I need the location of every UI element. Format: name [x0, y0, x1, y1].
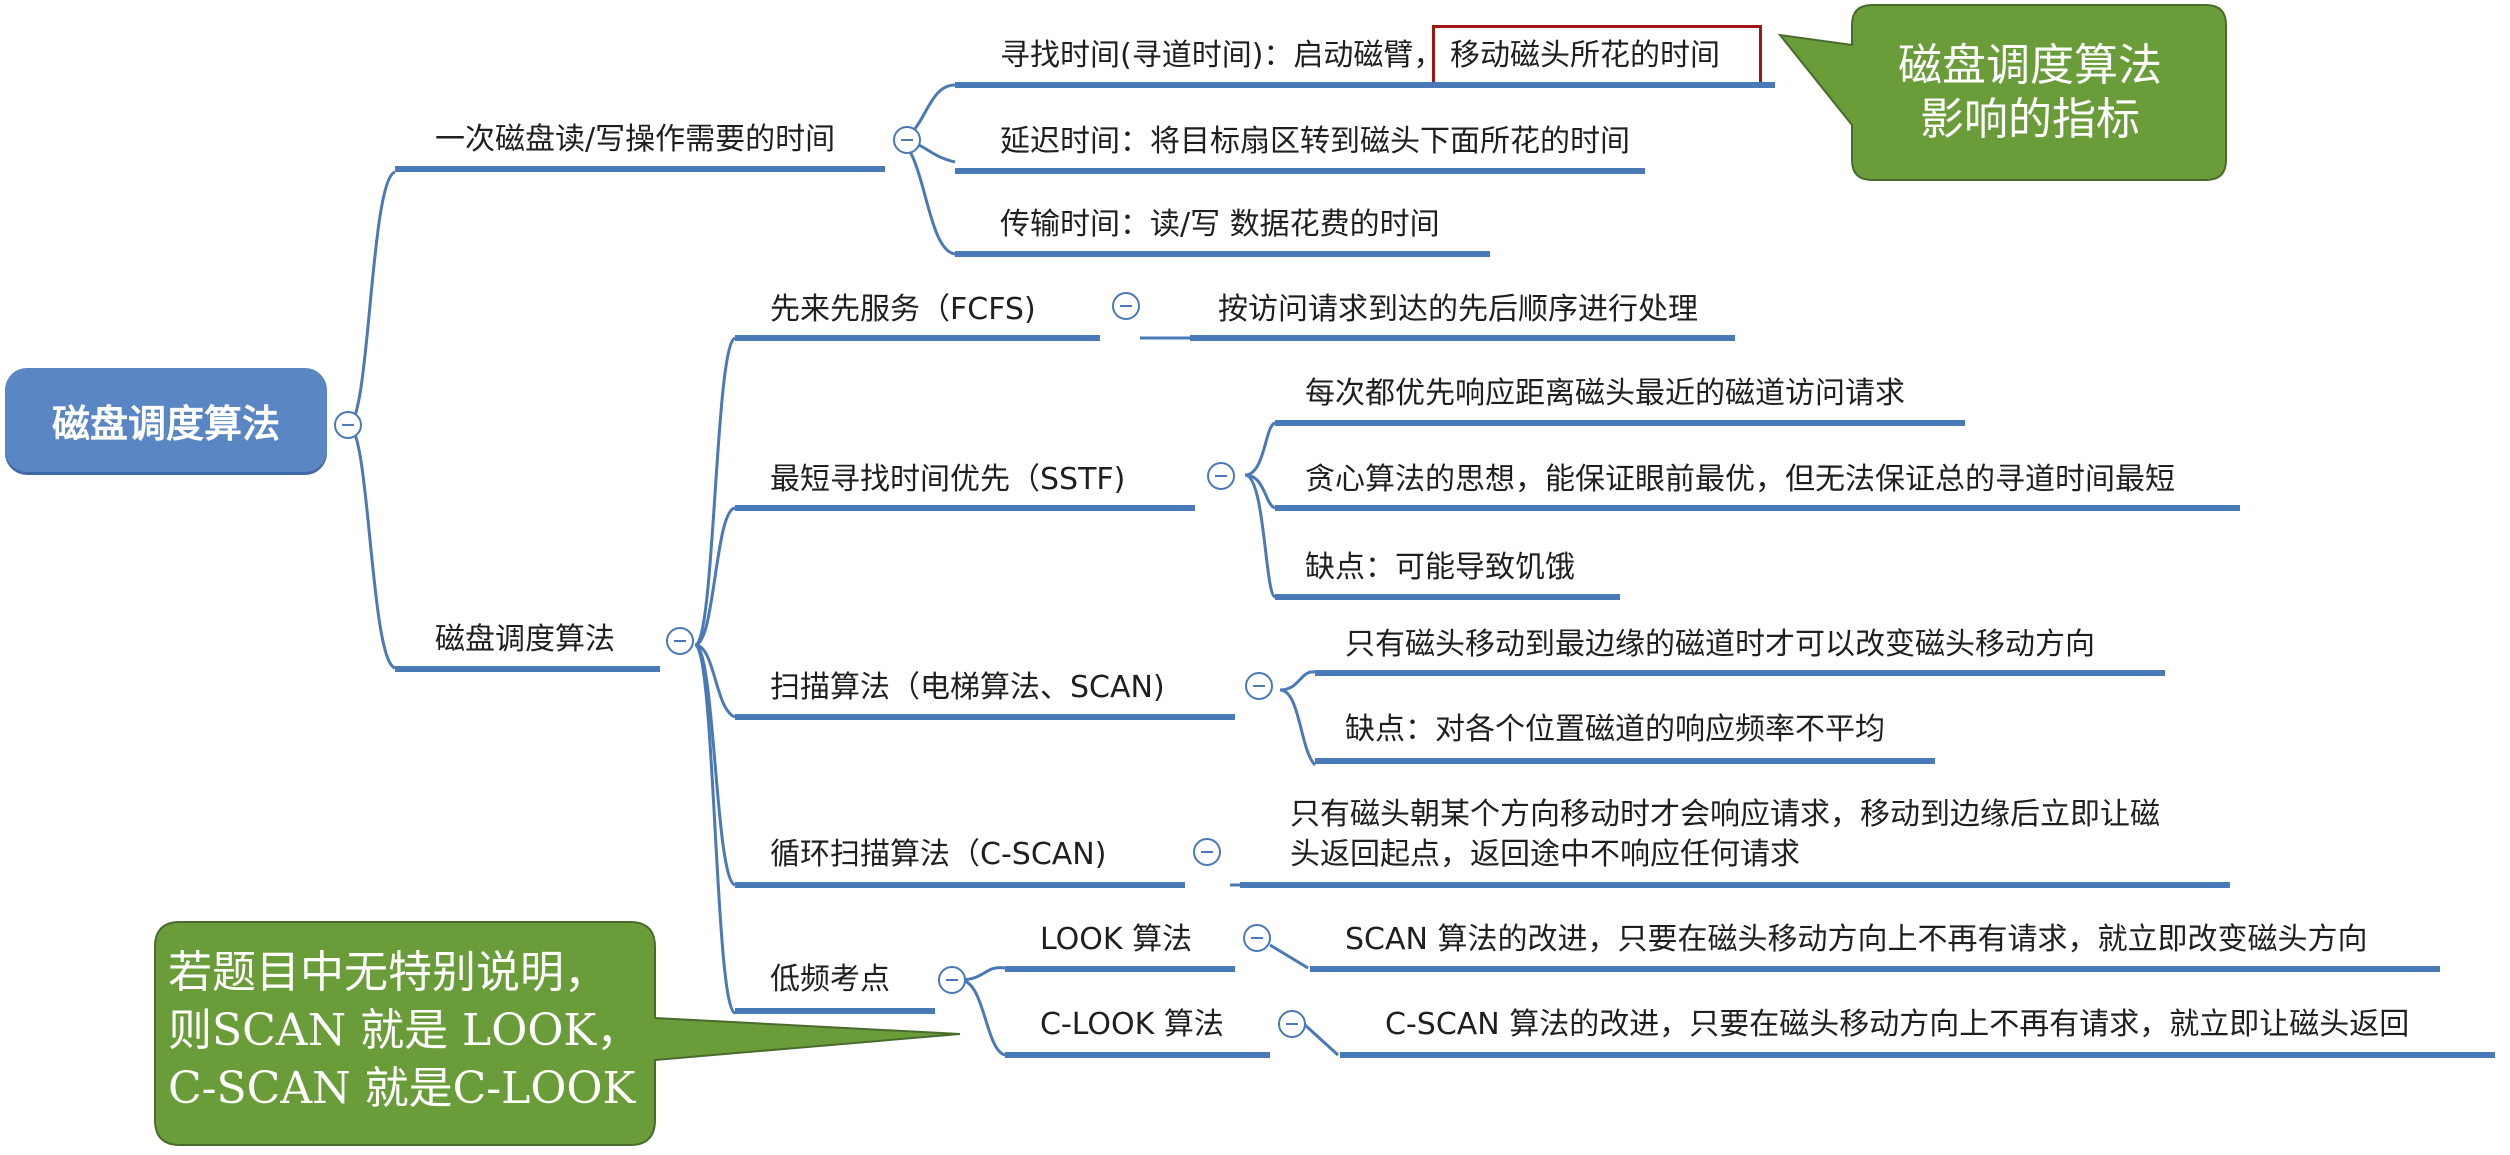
- connector-sstf: [694, 506, 736, 647]
- metrics-callout-line2: 影响的指标: [1920, 94, 2140, 145]
- scan-desc-1: 只有磁头移动到最边缘的磁道时才可以改变磁头移动方向: [1345, 627, 2095, 662]
- algorithms-branch-label: 磁盘调度算法: [435, 622, 615, 657]
- low-freq-label: 低频考点: [770, 962, 890, 997]
- sstf-desc-3: 缺点：可能导致饥饿: [1305, 550, 1575, 585]
- connector-root-time: [347, 170, 396, 427]
- cscan-label: 循环扫描算法（C-SCAN): [770, 837, 1107, 872]
- connector-lines: [347, 83, 1340, 1057]
- connector-scan-d1: [1279, 670, 1316, 692]
- connector-scan-d2: [1279, 688, 1317, 767]
- connector-root-algorithms: [347, 423, 396, 670]
- connector-look-desc: [1269, 943, 1309, 970]
- note-callout-line2: 则SCAN 就是 LOOK，: [168, 1005, 641, 1056]
- clook-collapse-button[interactable]: [1278, 1010, 1306, 1038]
- connector-scan: [694, 643, 736, 719]
- root-node[interactable]: 磁盘调度算法: [5, 368, 327, 472]
- seek-time-highlight-text: 移动磁头所花的时间: [1450, 38, 1720, 73]
- metrics-callout-line1: 磁盘调度算法: [1898, 40, 2162, 91]
- clook-desc-underline: [1340, 1052, 2495, 1058]
- connector-fcfs: [693, 336, 737, 647]
- connector-look: [959, 966, 1006, 982]
- clook-label: C-LOOK 算法: [1040, 1007, 1224, 1042]
- cscan-desc-2: 头返回起点，返回途中不响应任何请求: [1290, 837, 1800, 872]
- transfer-time-label: 传输时间：读/写 数据花费的时间: [1000, 207, 1440, 242]
- root-label: 磁盘调度算法: [51, 401, 280, 446]
- fcfs-desc-underline: [1190, 335, 1735, 341]
- cscan-collapse-button[interactable]: [1193, 838, 1221, 866]
- low-freq-underline: [735, 1008, 935, 1014]
- latency-time-label: 延迟时间：将目标扇区转到磁头下面所花的时间: [1000, 124, 1630, 159]
- fcfs-collapse-button[interactable]: [1112, 292, 1140, 320]
- sstf-collapse-button[interactable]: [1207, 462, 1235, 490]
- connector-sstf-d3: [1244, 473, 1277, 599]
- sstf-desc-3-underline: [1275, 594, 1620, 600]
- scan-label: 扫描算法（电梯算法、SCAN): [770, 670, 1165, 705]
- sstf-underline: [735, 505, 1195, 511]
- look-desc: SCAN 算法的改进，只要在磁头移动方向上不再有请求，就立即改变磁头方向: [1345, 922, 2368, 957]
- latency-underline: [955, 168, 1645, 174]
- note-callout-line1: 若题目中无特别说明，: [168, 947, 608, 998]
- sstf-desc-2-underline: [1275, 505, 2240, 511]
- sstf-desc-1-underline: [1275, 420, 1965, 426]
- note-callout-shape: [154, 921, 961, 1146]
- fcfs-label: 先来先服务（FCFS): [770, 292, 1036, 327]
- fcfs-desc: 按访问请求到达的先后顺序进行处理: [1218, 292, 1698, 327]
- cscan-underline: [735, 882, 1185, 888]
- connector-transfer: [894, 138, 956, 256]
- root-collapse-button[interactable]: [334, 411, 362, 439]
- scan-desc-2-underline: [1315, 758, 1935, 764]
- time-branch-label: 一次磁盘读/写操作需要的时间: [435, 122, 836, 157]
- time-branch-underline: [395, 166, 885, 172]
- look-label: LOOK 算法: [1040, 922, 1193, 957]
- algorithms-branch-collapse-button[interactable]: [666, 627, 694, 655]
- clook-underline: [1005, 1052, 1270, 1058]
- metrics-callout-shape: [1777, 4, 2227, 181]
- look-collapse-button[interactable]: [1243, 924, 1271, 952]
- look-underline: [1005, 966, 1235, 972]
- connector-clook-desc: [1303, 1023, 1340, 1057]
- seek-underline: [955, 82, 1775, 88]
- connector-clook: [959, 978, 1006, 1057]
- note-callout-line3: C-SCAN 就是C-LOOK: [168, 1063, 636, 1114]
- connector-sstf-d1: [1244, 421, 1276, 477]
- connector-low: [693, 643, 737, 1015]
- scan-underline: [735, 714, 1235, 720]
- time-branch-collapse-button[interactable]: [893, 126, 921, 154]
- look-desc-underline: [1310, 966, 2440, 972]
- sstf-desc-2: 贪心算法的思想，能保证眼前最优，但无法保证总的寻道时间最短: [1305, 462, 2175, 497]
- cscan-desc-underline: [1240, 882, 2230, 888]
- cscan-desc-1: 只有磁头朝某个方向移动时才会响应请求，移动到边缘后立即让磁: [1290, 797, 2160, 832]
- scan-collapse-button[interactable]: [1245, 672, 1273, 700]
- fcfs-underline: [735, 335, 1100, 341]
- scan-desc-1-underline: [1315, 670, 2165, 676]
- seek-time-label: 寻找时间(寻道时间)：启动磁臂，: [1000, 38, 1444, 73]
- sstf-desc-1: 每次都优先响应距离磁头最近的磁道访问请求: [1305, 376, 1905, 411]
- scan-desc-2: 缺点：对各个位置磁道的响应频率不平均: [1345, 712, 1885, 747]
- sstf-label: 最短寻找时间优先（SSTF): [770, 462, 1126, 497]
- clook-desc: C-SCAN 算法的改进，只要在磁头移动方向上不再有请求，就立即让磁头返回: [1385, 1007, 2410, 1042]
- transfer-underline: [955, 251, 1490, 257]
- algorithms-branch-underline: [395, 666, 660, 672]
- low-freq-collapse-button[interactable]: [938, 966, 966, 994]
